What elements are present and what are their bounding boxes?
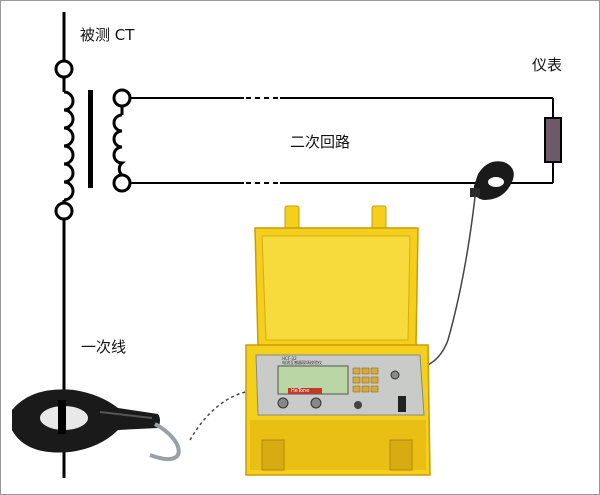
ct-secondary-coil bbox=[112, 106, 126, 178]
primary-clamp bbox=[12, 389, 160, 453]
secondary-terminal-bottom bbox=[112, 173, 132, 193]
device-caption-text: 电流互感器现场校验仪 bbox=[282, 360, 322, 365]
ct-terminal-top bbox=[54, 59, 74, 79]
secondary-terminal-top bbox=[112, 88, 132, 108]
test-instrument bbox=[245, 205, 431, 476]
input-jack-2 bbox=[310, 397, 322, 409]
label-meter: 仪表 bbox=[532, 56, 563, 74]
brand-plate bbox=[288, 388, 322, 394]
ct-primary-coil bbox=[62, 78, 75, 204]
loop-break-marks bbox=[246, 97, 280, 184]
device-model-text: HCF-32 bbox=[282, 356, 297, 361]
secondary-loop-wires bbox=[130, 97, 554, 184]
secondary-clamp bbox=[470, 161, 514, 200]
power-socket bbox=[398, 396, 406, 412]
device-brand-text: HeTone bbox=[291, 388, 310, 394]
label-ct-under-test: 被测 CT bbox=[80, 26, 135, 44]
input-jack-3 bbox=[390, 370, 400, 380]
power-switch bbox=[354, 401, 362, 409]
ct-core bbox=[88, 90, 93, 188]
label-secondary-loop: 二次回路 bbox=[290, 133, 351, 151]
input-jack-1 bbox=[277, 397, 289, 409]
label-primary-line: 一次线 bbox=[81, 338, 127, 356]
primary-clamp-lead bbox=[149, 422, 181, 462]
instrument-keypad bbox=[352, 367, 379, 393]
meter-symbol bbox=[544, 117, 562, 163]
ct-terminal-bottom bbox=[54, 201, 74, 221]
